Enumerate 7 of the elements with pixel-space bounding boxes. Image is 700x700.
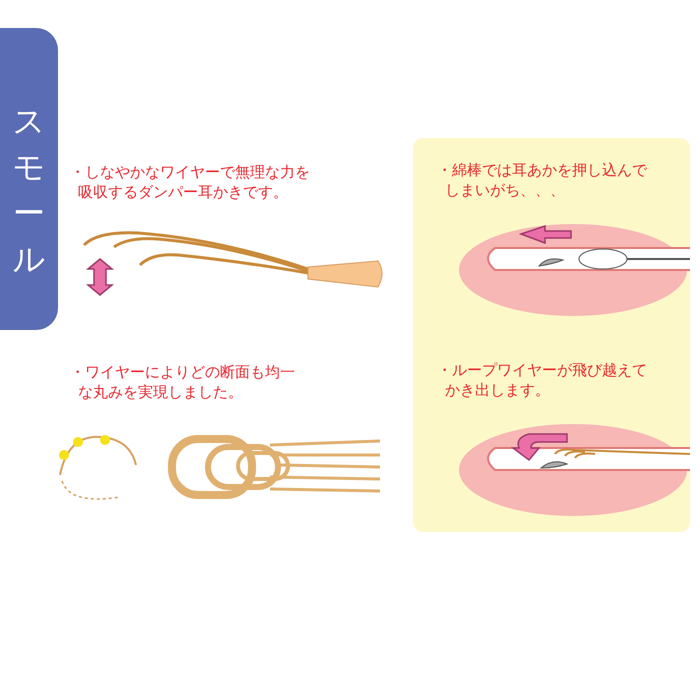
note-text: ・ループワイヤーが飛び越えてかき出します。: [437, 360, 648, 400]
note-text: ・しなやかなワイヤーで無理な力を吸収するダンパー耳かきです。: [70, 162, 311, 202]
size-tab: [0, 28, 58, 330]
comparison-panel: [413, 138, 690, 532]
note-text: ・ワイヤーによりどの断面も均一な丸みを実現しました。: [70, 362, 296, 402]
size-label: スモール: [12, 101, 46, 280]
note-text: ・綿棒では耳あかを押し込んでしまいがち、、、: [437, 160, 648, 200]
